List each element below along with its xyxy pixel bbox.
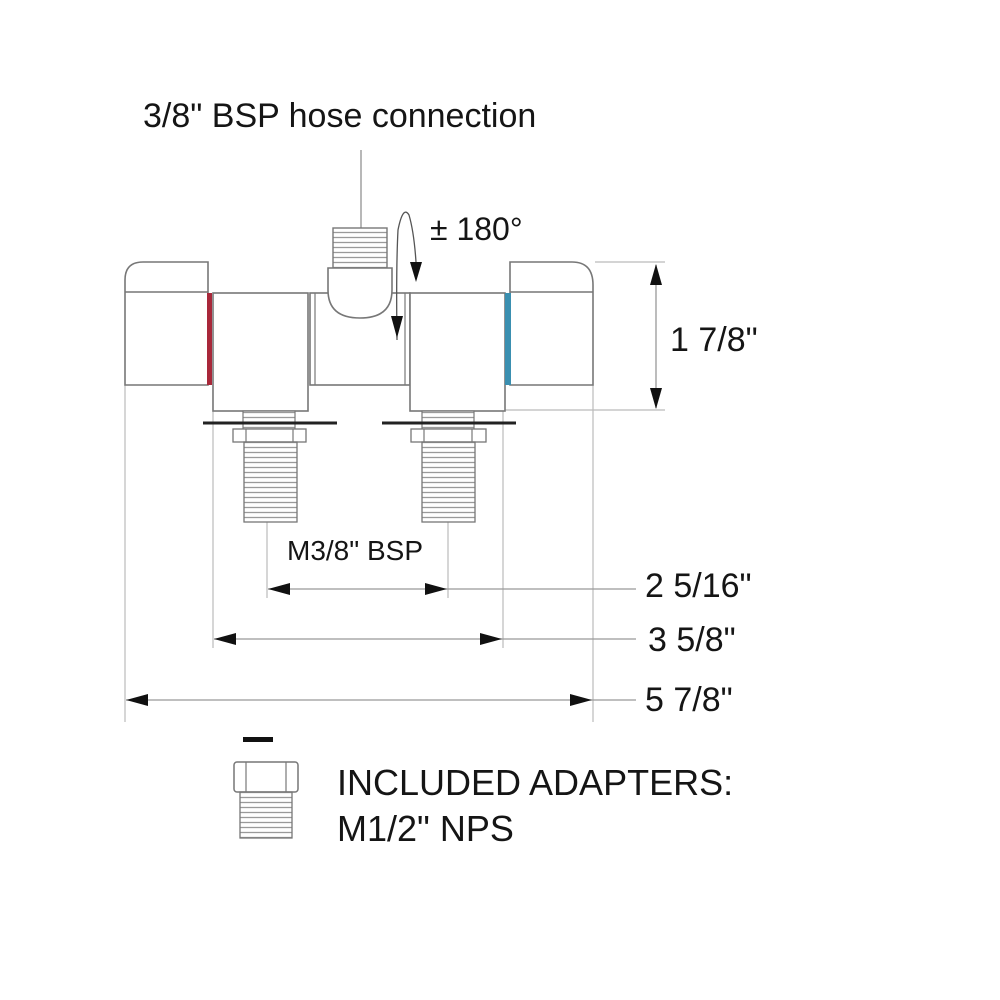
hot-indicator	[207, 293, 212, 385]
hose-connection-label: 3/8" BSP hose connection	[143, 97, 537, 135]
adapters-heading: INCLUDED ADAPTERS:	[337, 762, 734, 803]
center-spout-body	[309, 227, 411, 386]
dimension-5-7-8	[126, 694, 636, 706]
rotation-arrow-icon	[391, 211, 422, 341]
height-dimension	[650, 264, 662, 409]
inlet-thread-label: M3/8" BSP	[287, 535, 423, 566]
overall-width-label: 5 7/8"	[645, 681, 733, 719]
valve-body-width-label: 3 5/8"	[648, 621, 736, 659]
dimension-3-5-8	[214, 633, 636, 645]
left-inlet-shank	[203, 410, 337, 523]
left-valve-body	[212, 292, 309, 412]
dimension-2-5-16	[268, 583, 636, 595]
right-valve-body	[409, 292, 506, 412]
right-inlet-shank	[382, 410, 516, 523]
adapters-spec: M1/2" NPS	[337, 808, 514, 849]
extension-lines	[124, 261, 665, 722]
rotation-label: ± 180°	[430, 211, 523, 247]
height-label: 1 7/8"	[670, 321, 758, 359]
inlet-spacing-label: 2 5/16"	[645, 567, 752, 605]
adapter-fitting-icon	[233, 737, 299, 839]
cold-indicator	[505, 293, 511, 385]
right-handle	[505, 261, 594, 386]
left-handle	[124, 261, 212, 386]
